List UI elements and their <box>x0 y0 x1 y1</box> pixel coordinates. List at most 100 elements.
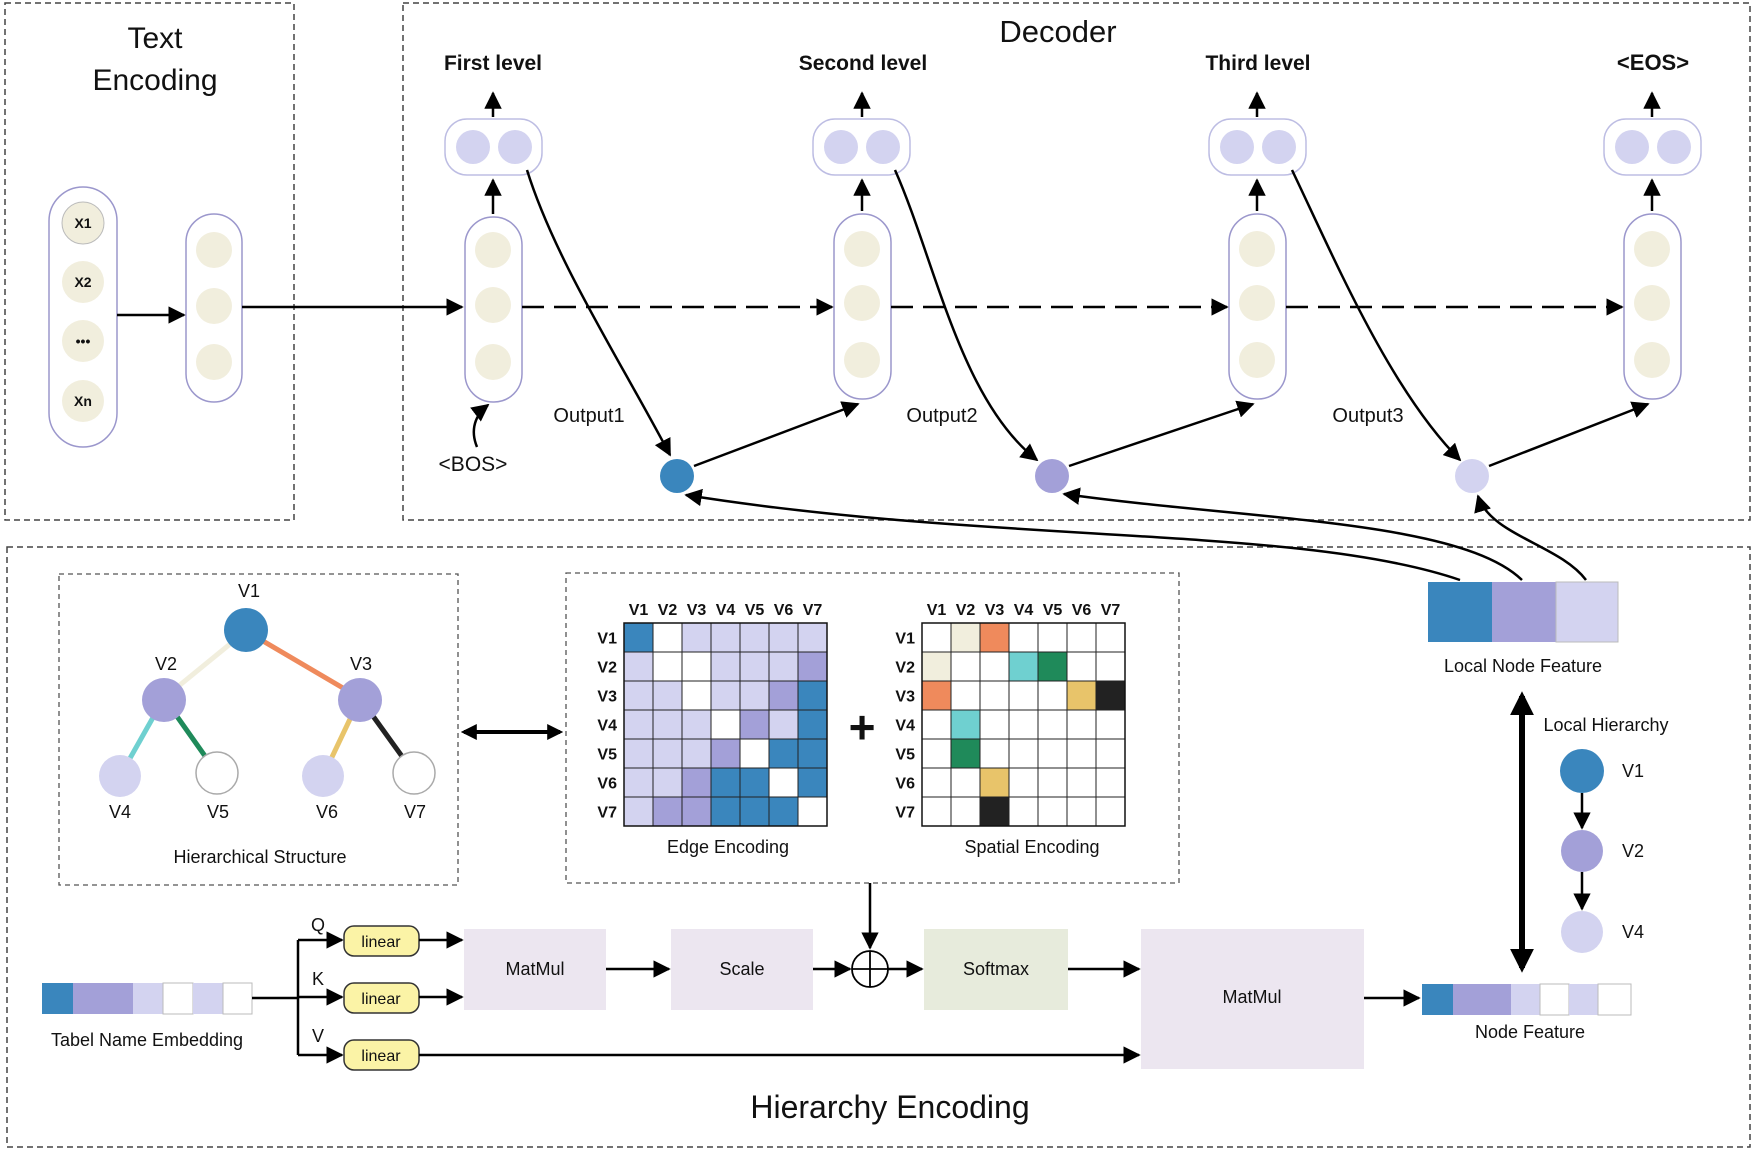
spatial-cell-r7-c6 <box>1066 796 1097 827</box>
edge-col-label-v5: V5 <box>745 602 765 619</box>
scale-label: Scale <box>719 959 764 979</box>
matmul-1-block: MatMul <box>464 929 606 1010</box>
spatial-cell-r4-c7 <box>1095 709 1126 740</box>
spatial-cell-r3-c7 <box>1095 680 1126 711</box>
token-xn: Xn <box>62 380 104 422</box>
decoder-title: Decoder <box>999 14 1116 49</box>
output3-label: Output3 <box>1332 405 1403 427</box>
linear-v: linear <box>343 1039 420 1071</box>
edge-row-label-v4: V4 <box>597 718 617 735</box>
edge-cell-r6-c5 <box>739 767 770 798</box>
spatial-cell-r6-c5 <box>1037 767 1068 798</box>
spatial-row-label-v2: V2 <box>895 660 915 677</box>
spatial-cell-r7-c7 <box>1095 796 1126 827</box>
spatial-row-label-v6: V6 <box>895 776 915 793</box>
token-x2: X2 <box>62 261 104 303</box>
hierarchy-encoding-title: Hierarchy Encoding <box>750 1089 1029 1125</box>
decoder-state-2 <box>833 213 892 400</box>
edge-cell-r3-c4 <box>710 680 741 711</box>
text-encoding-title-line1: Text <box>127 22 183 55</box>
edge-cell-r1-c4 <box>710 622 741 653</box>
spatial-cell-r2-c1 <box>921 651 952 682</box>
edge-cell-r4-c4 <box>710 709 741 740</box>
tree-node-v6 <box>302 755 344 797</box>
pair1-to-output1-curve <box>525 169 672 457</box>
spatial-cell-r2-c4 <box>1008 651 1039 682</box>
spatial-row-label-v4: V4 <box>895 718 915 735</box>
edge-cell-r7-c1 <box>623 796 654 827</box>
edge-cell-r7-c6 <box>768 796 799 827</box>
matrix-frame <box>565 572 1180 884</box>
tree-node-v1 <box>224 608 268 652</box>
edge-border <box>623 622 828 827</box>
spatial-col-label-v5: V5 <box>1043 602 1063 619</box>
spatial-encoding-matrix <box>921 622 1126 827</box>
tree-label-v2: V2 <box>155 654 177 674</box>
output2-node <box>1035 459 1069 493</box>
level-output-pair-eos <box>1603 118 1702 176</box>
spatial-cell-r7-c5 <box>1037 796 1068 827</box>
edge-encoding-matrix <box>623 622 828 827</box>
edge-col-label-v2: V2 <box>658 602 678 619</box>
q-label: Q <box>311 915 325 935</box>
spatial-cell-r6-c7 <box>1095 767 1126 798</box>
spatial-cell-r3-c1 <box>921 680 952 711</box>
tree-node-v2 <box>142 678 186 722</box>
output2-label: Output2 <box>906 405 977 427</box>
edge-row-label-v6: V6 <box>597 776 617 793</box>
encoder-hidden-state <box>185 213 243 403</box>
edge-cell-r7-c2 <box>652 796 683 827</box>
pair2-to-output2-curve <box>893 169 1039 462</box>
spatial-row-label-v1: V1 <box>895 631 915 648</box>
spatial-cell-r5-c1 <box>921 738 952 769</box>
edge-cell-r3-c6 <box>768 680 799 711</box>
spatial-cell-r2-c6 <box>1066 651 1097 682</box>
spatial-cell-r1-c2 <box>950 622 981 653</box>
scale-block: Scale <box>671 929 813 1010</box>
token-x2-label: X2 <box>74 274 91 290</box>
token-ellipsis: ••• <box>62 320 104 362</box>
bos-arrow <box>470 403 490 448</box>
edge-row-label-v5: V5 <box>597 747 617 764</box>
edge-cell-r4-c7 <box>797 709 828 740</box>
edge-cell-r1-c6 <box>768 622 799 653</box>
tree-label-v6: V6 <box>316 802 338 822</box>
spatial-cell-r4-c1 <box>921 709 952 740</box>
edge-cell-r4-c2 <box>652 709 683 740</box>
level-output-pair-1 <box>444 118 543 176</box>
edge-cell-r6-c3 <box>681 767 712 798</box>
node-feature-label: Node Feature <box>1475 1022 1585 1042</box>
softmax-label: Softmax <box>963 959 1029 979</box>
token-x1: X1 <box>61 201 105 245</box>
edge-cell-r2-c5 <box>739 651 770 682</box>
matmul-2-block: MatMul <box>1141 929 1364 1069</box>
tree-node-v7 <box>392 751 436 795</box>
pair3-to-output3-curve <box>1290 169 1462 462</box>
spatial-col-label-v1: V1 <box>927 602 947 619</box>
spatial-cell-r2-c5 <box>1037 651 1068 682</box>
edge-cell-r4-c5 <box>739 709 770 740</box>
spatial-col-label-v6: V6 <box>1072 602 1092 619</box>
tree-node-v5 <box>195 751 239 795</box>
spatial-encoding-caption: Spatial Encoding <box>964 837 1099 857</box>
spatial-cell-r5-c4 <box>1008 738 1039 769</box>
edge-cell-r1-c1 <box>623 622 654 653</box>
edge-cell-r7-c3 <box>681 796 712 827</box>
edge-cell-r3-c2 <box>652 680 683 711</box>
add-operator <box>851 950 889 988</box>
edge-cell-r5-c6 <box>768 738 799 769</box>
plus-sign: + <box>849 701 876 753</box>
spatial-cell-r5-c6 <box>1066 738 1097 769</box>
spatial-col-label-v3: V3 <box>985 602 1005 619</box>
edge-cell-r5-c5 <box>739 738 770 769</box>
local-label-v4: V4 <box>1622 922 1644 942</box>
matmul-1-label: MatMul <box>505 959 564 979</box>
embedding-label: Tabel Name Embedding <box>51 1030 243 1050</box>
spatial-cell-r5-c7 <box>1095 738 1126 769</box>
output3-node <box>1455 459 1489 493</box>
hierarchy-encoding-frame <box>6 546 1751 1148</box>
tree-node-v3 <box>338 678 382 722</box>
spatial-col-label-v2: V2 <box>956 602 976 619</box>
